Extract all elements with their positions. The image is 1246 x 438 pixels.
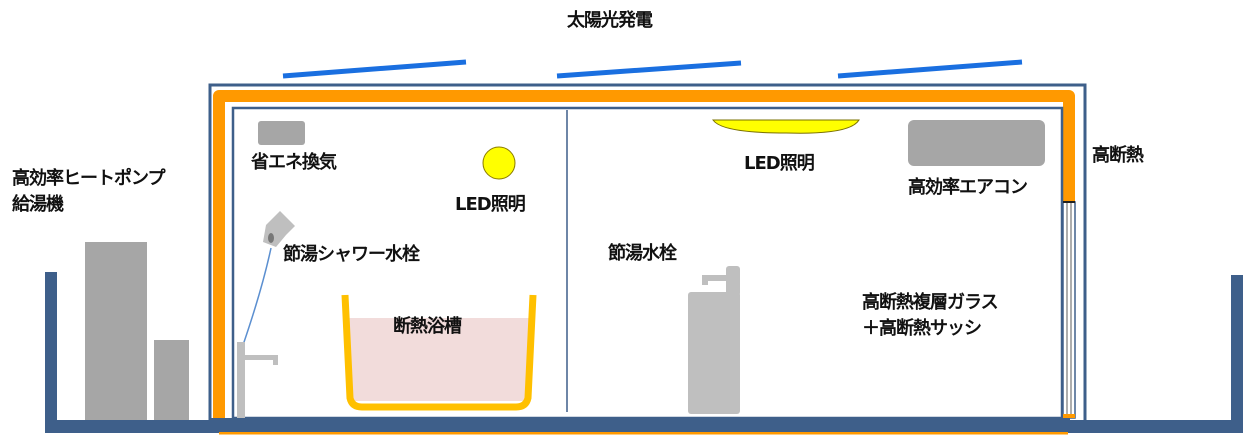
bathtub-icon	[341, 294, 537, 411]
ventilation-fan-icon	[258, 121, 305, 145]
insulation-band	[213, 90, 1075, 425]
aircon-label: 高効率エアコン	[908, 177, 1028, 198]
solar-panel	[556, 60, 742, 79]
sash-label: ＋高断熱サッシ	[862, 318, 982, 339]
shower-label: 節湯シャワー水栓	[283, 244, 420, 265]
floor-bar	[210, 418, 1070, 432]
led-bath-label: LED照明	[455, 194, 526, 215]
window-sash	[1062, 201, 1076, 419]
led-light-icon	[482, 146, 516, 180]
led-room-label: LED照明	[744, 153, 815, 174]
solar-power-title: 太陽光発電	[567, 10, 653, 31]
faucet-label: 節湯水栓	[608, 243, 677, 264]
insulation-label: 高断熱	[1092, 145, 1144, 166]
heat-pump-label: 高効率ヒートポンプ	[12, 168, 165, 189]
kitchen-faucet-icon	[688, 266, 740, 414]
heat-pump-label-2: 給湯機	[12, 194, 64, 215]
bathtub-label: 断熱浴槽	[393, 316, 462, 337]
ventilation-label: 省エネ換気	[251, 152, 337, 173]
solar-panel	[282, 59, 467, 79]
heat-pump-unit	[154, 340, 189, 420]
shower-faucet-icon	[237, 211, 295, 418]
glass-label: 高断熱複層ガラス	[862, 292, 999, 313]
air-conditioner-icon	[908, 120, 1045, 166]
solar-panels	[282, 59, 1023, 79]
heat-pump-tank	[85, 242, 147, 420]
ceiling-led-icon	[712, 119, 860, 134]
solar-panel	[837, 59, 1023, 79]
